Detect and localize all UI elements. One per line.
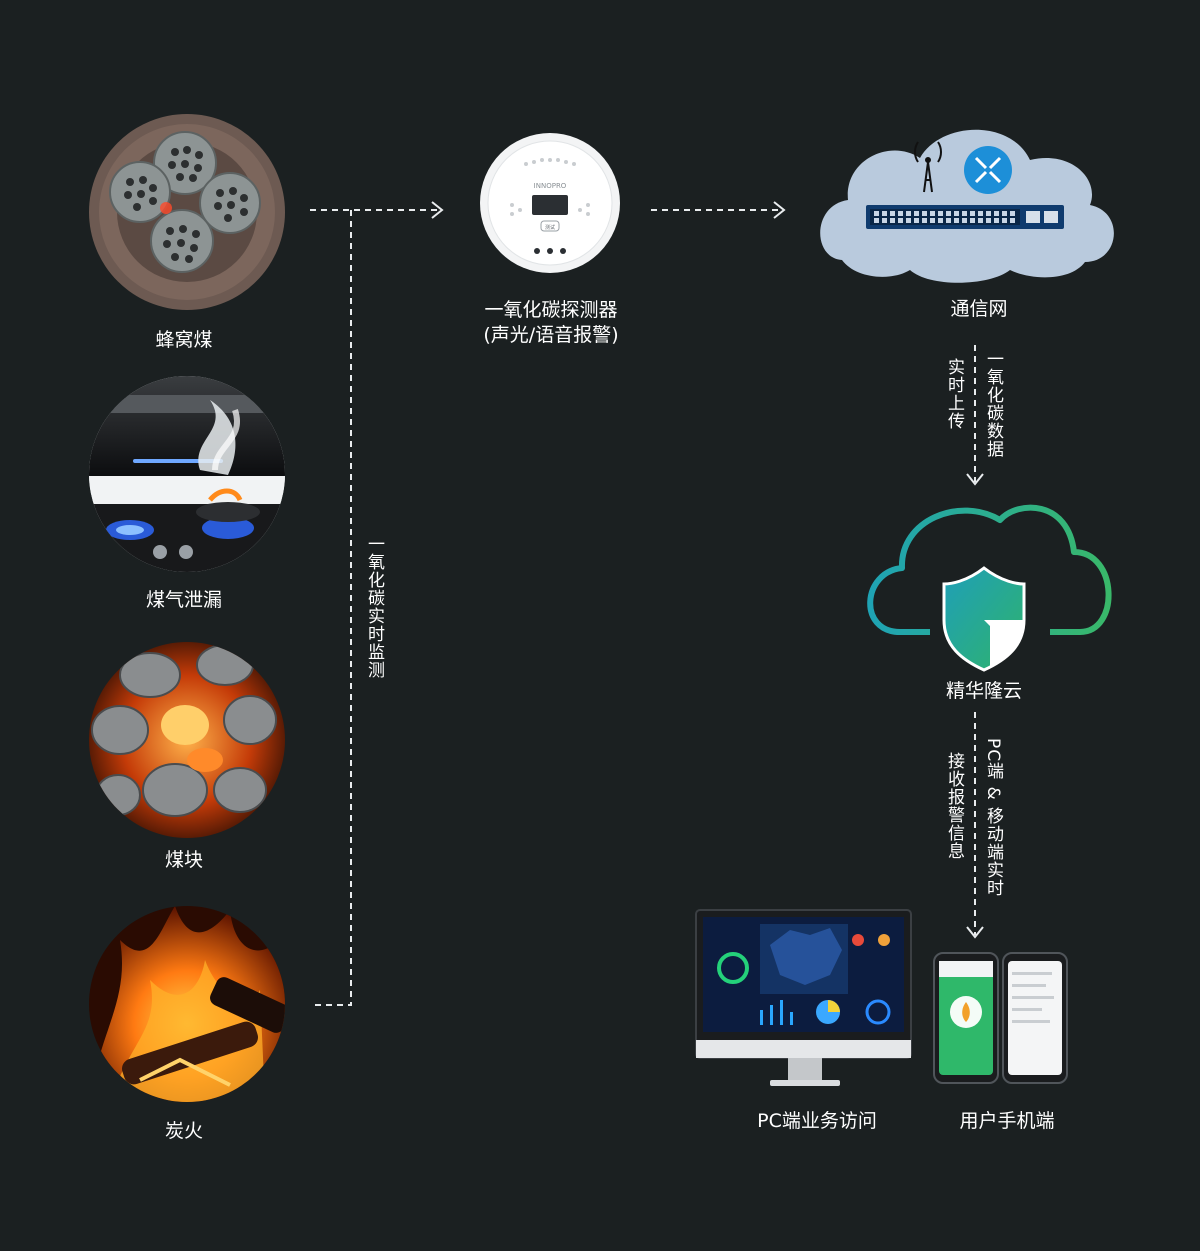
source-label-gas-leak: 煤气泄漏	[145, 589, 223, 611]
coal-briquettes-photo	[89, 642, 285, 838]
gas-stove-photo	[89, 376, 285, 572]
pc-label: PC端业务访问	[757, 1110, 877, 1132]
honeycomb-coal-photo	[89, 114, 285, 310]
monitor-connector	[310, 209, 440, 1006]
network-switch-icon	[866, 205, 1064, 229]
upload-label-left: 实时上传	[944, 358, 964, 430]
source-label-coal-briquettes: 煤块	[164, 849, 204, 871]
monitor-label: 一氧化碳实时监测	[364, 535, 384, 679]
arrow-head-to-network	[773, 201, 786, 219]
arrow-head-to-detector	[431, 201, 444, 219]
receive-label-left: 接收报警信息	[944, 752, 964, 860]
source-label-charcoal-fire: 炭火	[164, 1120, 204, 1142]
co-detector-device: INNOPRO 测试	[480, 133, 620, 273]
source-label-honeycomb-coal: 蜂窝煤	[155, 329, 213, 351]
cloud-shield-icon	[867, 504, 1112, 672]
detector-brand: INNOPRO	[534, 182, 567, 190]
receive-label-right: PC端 & 移动端实时	[983, 738, 1003, 898]
antenna-tower-icon	[914, 141, 942, 193]
mobile-phones-icon	[933, 952, 1068, 1084]
router-icon	[964, 146, 1012, 194]
detector-label-line2: (声光/语音报警)	[483, 324, 619, 346]
upload-label-right: 一氧化碳数据	[983, 350, 1003, 458]
network-cloud-icon	[820, 129, 1114, 283]
cloud-label: 精华隆云	[945, 680, 1023, 702]
detector-test-button-text: 测试	[545, 224, 555, 231]
mobile-label: 用户手机端	[959, 1110, 1055, 1132]
arrow-head-to-cloud	[966, 473, 984, 486]
arrow-head-to-devices	[966, 926, 984, 939]
detector-label-line1: 一氧化碳探测器	[484, 299, 618, 321]
network-label: 通信网	[950, 298, 1008, 320]
charcoal-fire-photo	[89, 906, 285, 1102]
pc-monitor-icon	[695, 909, 912, 1086]
